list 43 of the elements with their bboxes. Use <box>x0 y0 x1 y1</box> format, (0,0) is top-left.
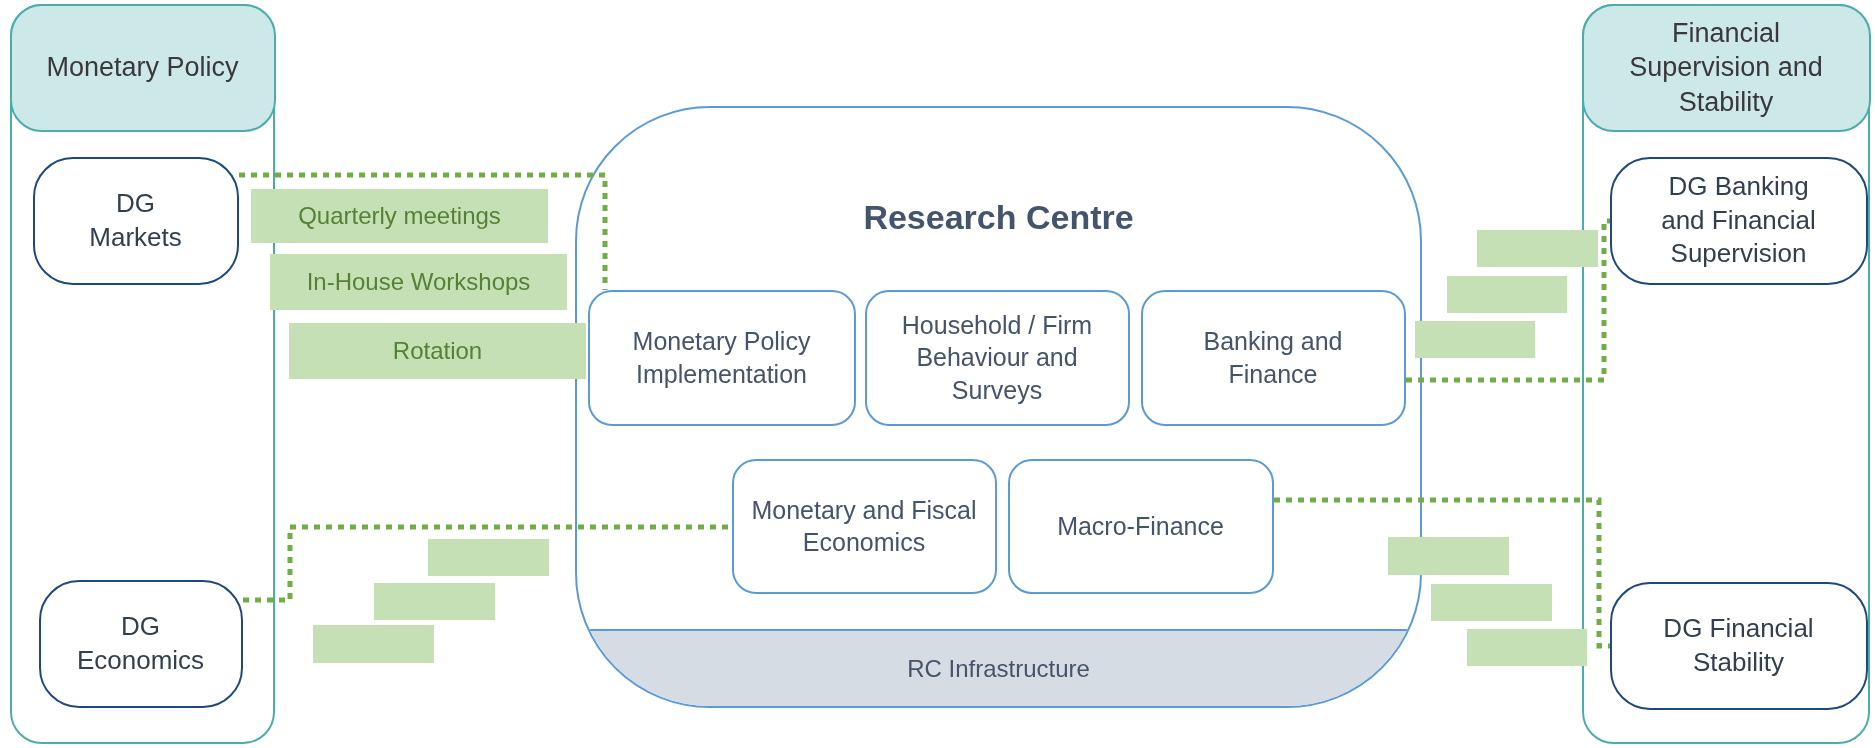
research-centre-container <box>575 106 1422 708</box>
label-box <box>1388 537 1509 575</box>
label-box <box>313 625 434 663</box>
dotted-connector <box>239 172 608 290</box>
research-unit-box <box>864 289 1130 426</box>
department-box <box>32 156 239 285</box>
research-unit-box <box>731 458 997 594</box>
label-box <box>1415 321 1535 358</box>
department-box <box>1609 156 1868 285</box>
box-label: RC Infrastructure <box>907 654 1090 683</box>
label-box <box>1477 230 1598 267</box>
label-text: In-House Workshops <box>306 268 531 296</box>
box-label: DG Economics <box>75 609 206 677</box>
label-box <box>428 539 549 576</box>
label-box <box>1431 584 1552 621</box>
department-box <box>38 579 243 708</box>
label-text: Quarterly meetings <box>298 202 501 230</box>
group-column <box>1582 4 1870 744</box>
box-label: DG Financial Stability <box>1662 611 1815 679</box>
column-title: Monetary Policy <box>46 51 239 85</box>
label-box <box>1447 276 1567 313</box>
column-title: Financial Supervision and Stability <box>1628 16 1824 119</box>
department-box <box>1609 581 1868 710</box>
label-box <box>251 189 548 243</box>
box-label: Monetary Policy Implementation <box>631 326 812 390</box>
box-label: Banking and Finance <box>1202 326 1344 390</box>
research-unit-box <box>587 289 856 426</box>
box-label: Monetary and Fiscal Economics <box>750 494 978 558</box>
research-unit-box <box>1007 458 1274 594</box>
label-box <box>289 323 586 379</box>
container-title: Research Centre <box>862 198 1135 237</box>
group-column <box>10 4 275 744</box>
research-unit-box <box>1140 289 1406 426</box>
dotted-connector <box>1274 497 1610 649</box>
dotted-connector <box>1406 218 1610 383</box>
label-box <box>270 254 567 310</box>
label-text: Rotation <box>392 337 483 365</box>
box-label: DG Markets <box>88 186 183 254</box>
label-box <box>374 583 495 620</box>
box-label: DG Banking and Financial Supervision <box>1660 169 1817 271</box>
box-label: Macro-Finance <box>1057 510 1224 542</box>
label-box <box>1467 629 1587 666</box>
box-label: Household / Firm Behaviour and Surveys <box>900 309 1094 406</box>
